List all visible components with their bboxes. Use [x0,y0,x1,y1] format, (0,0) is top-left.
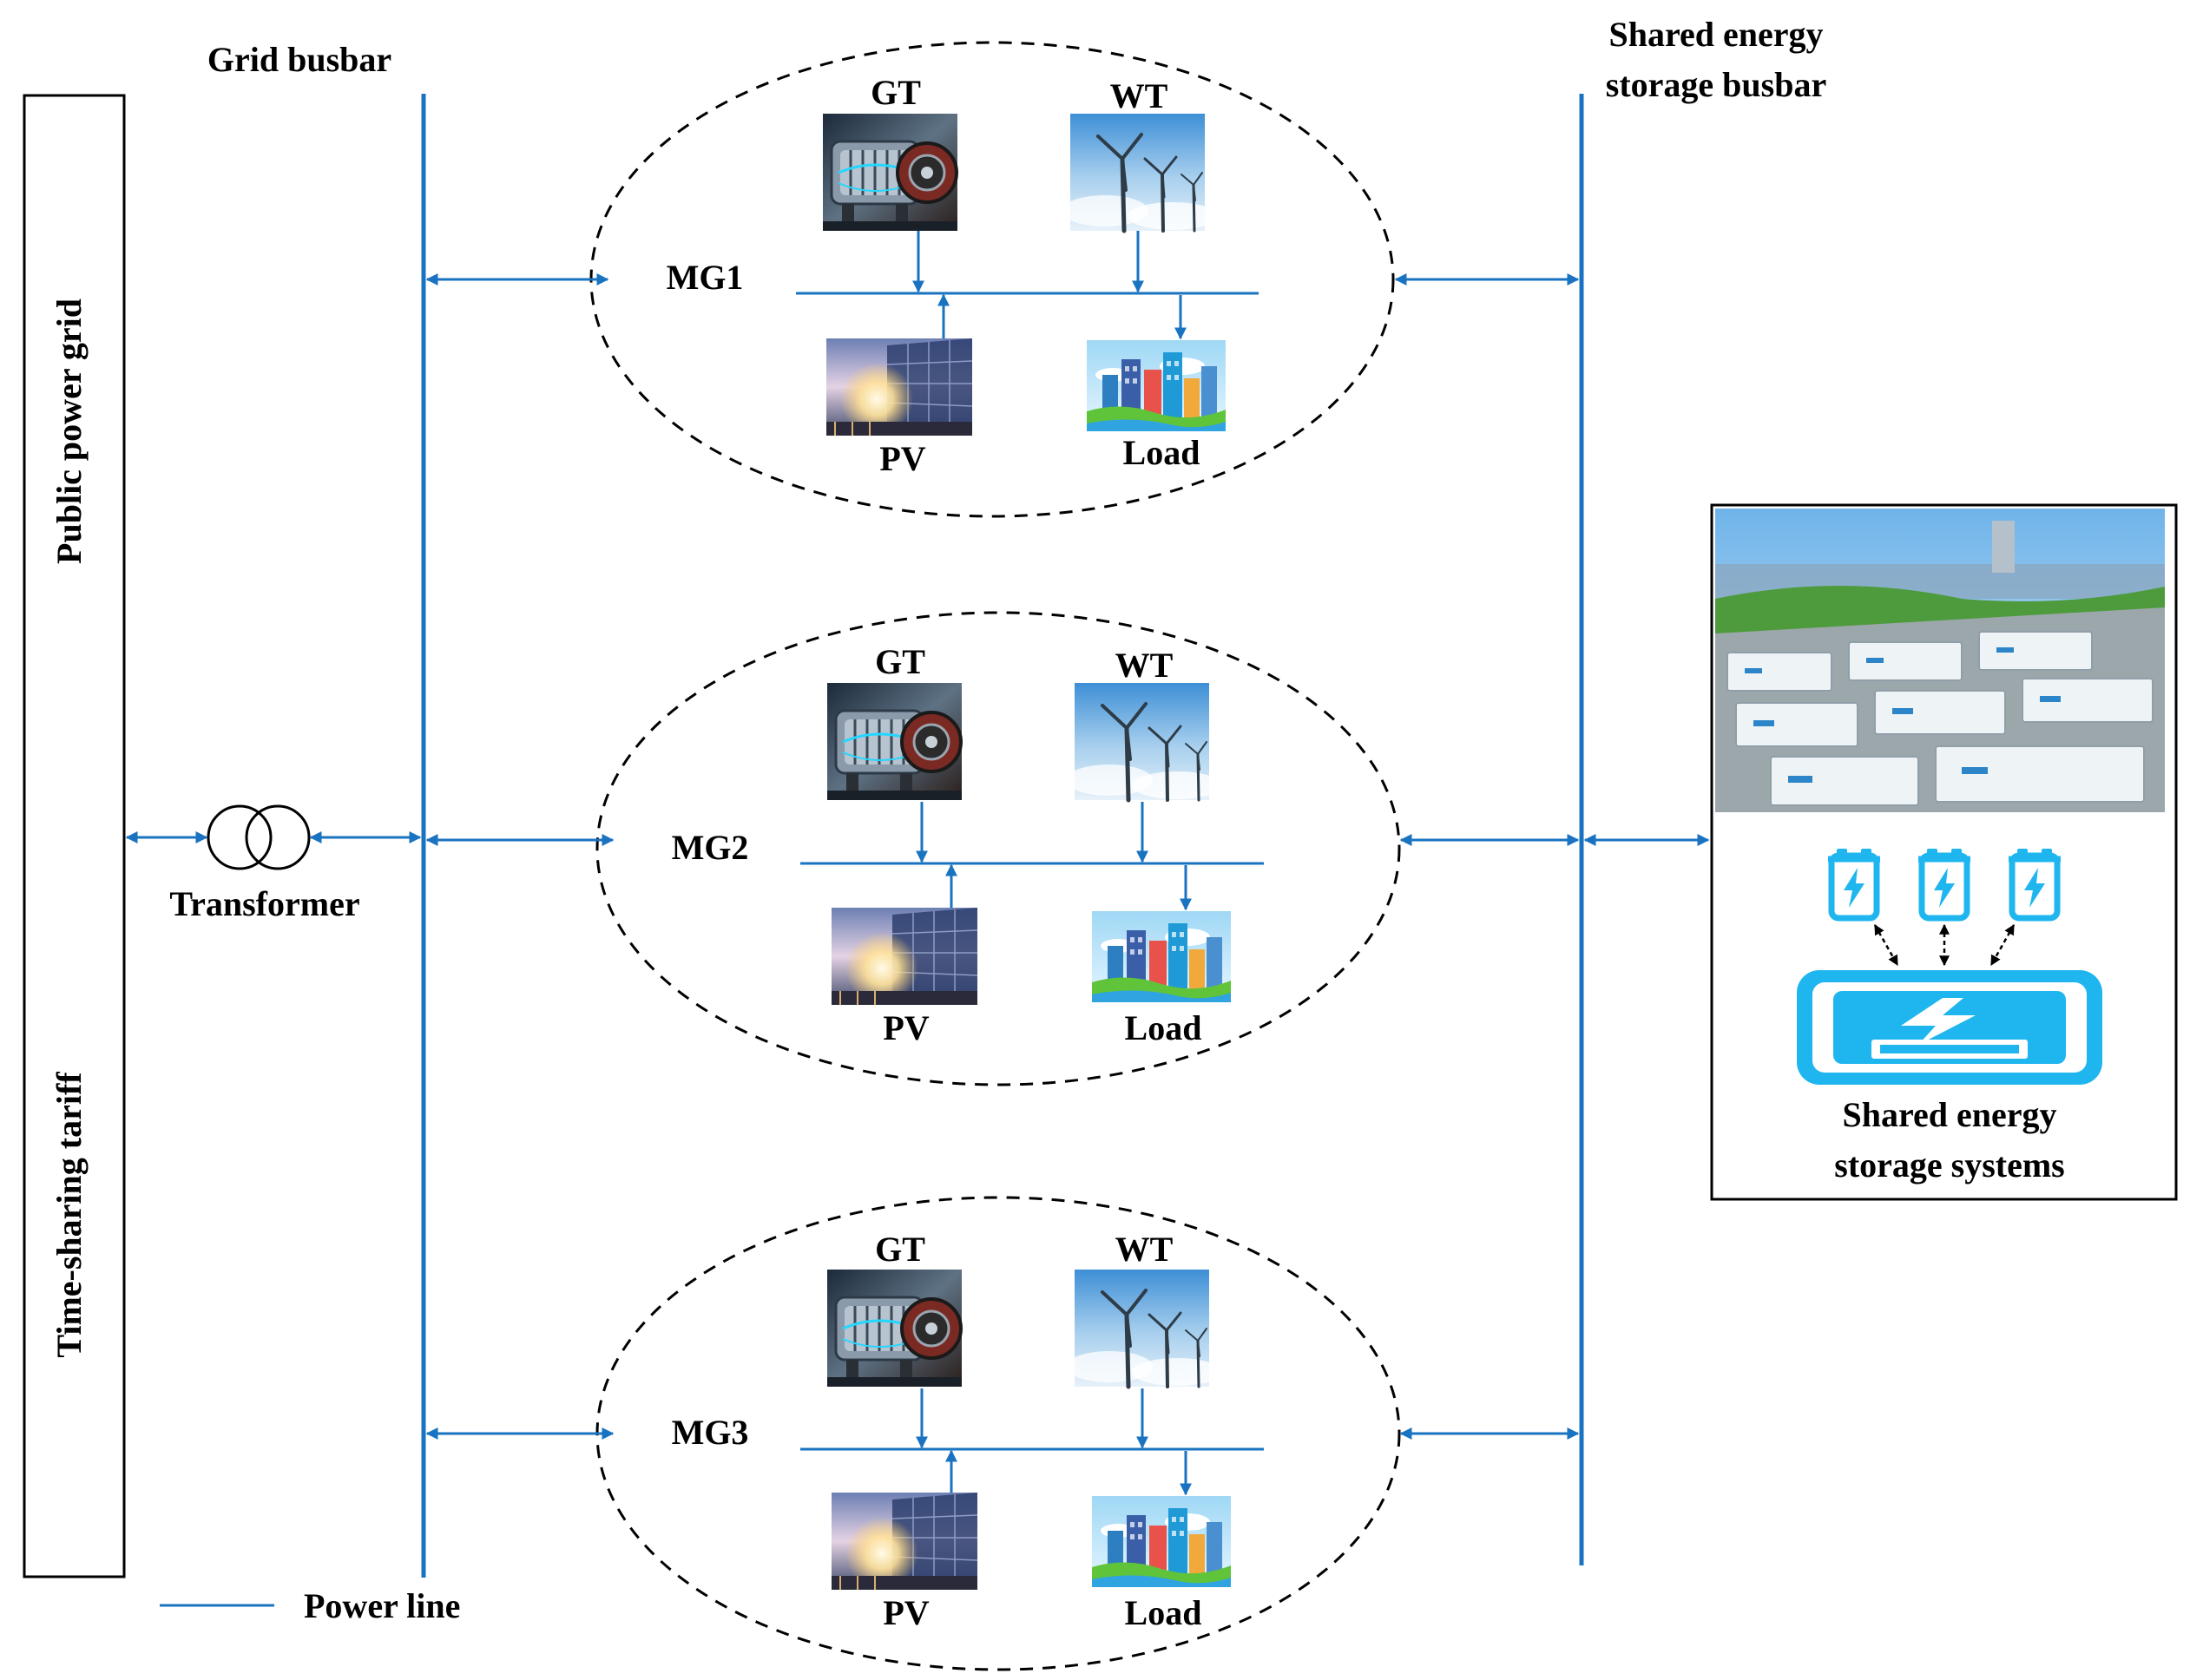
microgrid-2: MG2 GT WT PV Load [425,611,1580,1086]
pv-label: PV [883,1008,929,1047]
microgrid-3: MG3 GT WT PV Load [425,1196,1580,1671]
solar-panel-icon [831,907,978,1006]
battery-icon [1918,849,1970,918]
microgrid-label: MG1 [667,258,744,297]
wt-label: WT [1110,76,1168,115]
gt-label: GT [875,642,925,681]
shared-busbar-label-line1: Shared energy [1608,15,1823,54]
shared-busbar-label-line2: storage busbar [1606,65,1826,104]
grid-busbar-label: Grid busbar [207,40,391,79]
wind-turbine-icon [1066,683,1222,800]
battery-icon [2009,849,2061,918]
wt-label: WT [1115,646,1174,685]
solar-panel-icon [831,1492,978,1591]
shared-energy-storage-panel: Shared energy storage systems [1710,503,2178,1201]
wt-label: WT [1115,1230,1174,1269]
wind-turbine-icon [1062,114,1218,231]
gas-turbine-icon [825,681,963,802]
battery-icon [1828,849,1880,918]
gas-turbine-icon [821,112,959,233]
load-label: Load [1123,433,1200,472]
storage-station-photo [1715,509,2165,812]
pv-label: PV [879,439,925,478]
city-load-icon [1092,1496,1231,1587]
gt-label: GT [871,73,921,112]
time-sharing-tariff-label: Time-sharing tariff [49,1072,89,1358]
city-load-icon [1087,340,1226,431]
microgrid-label: MG3 [672,1413,749,1452]
microgrid-1: MG1 GT WT PV Load [425,41,1580,518]
gas-turbine-icon [825,1268,963,1388]
legend-power-line-label: Power line [304,1586,460,1625]
energy-storage-icon [1797,970,2102,1085]
ess-label-line2: storage systems [1834,1145,2065,1185]
ess-label-line1: Shared energy [1842,1095,2056,1134]
transformer-label: Transformer [169,884,359,923]
gt-label: GT [875,1230,925,1269]
wind-turbine-icon [1066,1270,1222,1387]
transformer-icon [207,804,311,870]
load-label: Load [1125,1593,1202,1632]
load-label: Load [1125,1008,1202,1047]
microgrid-label: MG2 [672,828,749,867]
left-info-box [23,94,126,1578]
microgrid-boundary [595,611,1401,1086]
solar-panel-icon [825,338,973,436]
city-load-icon [1092,911,1231,1002]
public-power-grid-label: Public power grid [49,299,89,564]
legend: Power line [160,1586,460,1625]
pv-label: PV [883,1593,929,1632]
